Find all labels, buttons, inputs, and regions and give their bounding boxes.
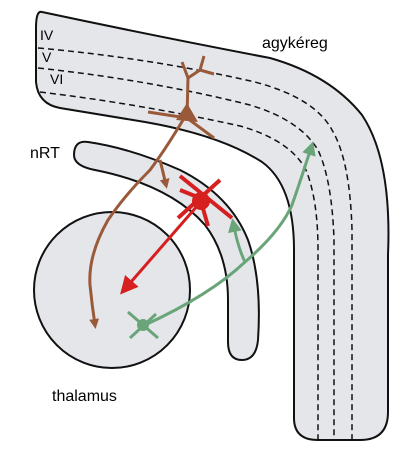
nrt-neuron [176,174,234,227]
thalamocortical-axon [144,141,316,327]
layer-boundary-iv-v [37,47,353,440]
layer-iv-label: IV [40,27,54,43]
thalamic-collateral-to-nrt [228,218,247,263]
thalamic-neuron [127,310,159,340]
layer-boundary-v-vi [37,67,335,440]
nrt-label: nRT [30,145,60,162]
nrt-region [72,140,260,362]
layer-vi-label: VI [50,71,63,87]
nrt-to-thalamus-axon [120,204,200,295]
thalamus-region [33,211,191,369]
layer-boundary-vi-white-matter [39,91,319,440]
layer-v-label: V [42,49,52,65]
corticothalamic-axon [88,119,185,329]
cortical-pyramidal-neuron [147,55,215,140]
cortex-label: agykéreg [262,35,328,52]
cortical-collateral-to-nrt [158,159,170,189]
thalamus-label: thalamus [52,388,117,405]
